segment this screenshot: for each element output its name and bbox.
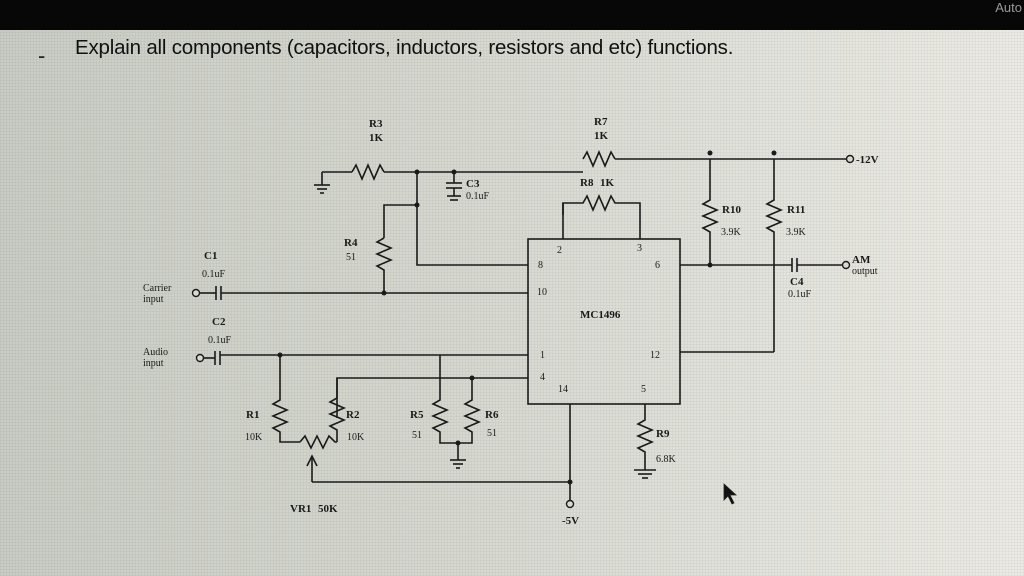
c1-label: C1 [204, 250, 217, 262]
r10-label: R10 [722, 204, 741, 216]
r10-value: 3.9K [721, 227, 742, 238]
c2-label: C2 [212, 316, 226, 328]
r1-value: 10K [245, 432, 263, 443]
pin-3: 3 [637, 243, 642, 254]
r4-label: R4 [344, 237, 358, 249]
audio-label: Audio [143, 347, 168, 358]
am-label: AM [852, 254, 871, 266]
vr1-label: VR1 [290, 503, 311, 515]
resistor-r7 [582, 149, 616, 169]
pin-6: 6 [655, 260, 660, 271]
window-top-bar: Auto [0, 0, 1024, 30]
r2-value: 10K [347, 432, 365, 443]
resistor-r5 [430, 355, 458, 444]
r6-value: 51 [487, 428, 497, 439]
r4-value: 51 [346, 252, 356, 263]
audio-input-label: input [143, 358, 164, 369]
r9-label: R9 [656, 428, 670, 440]
pin-4: 4 [540, 372, 545, 383]
pin-14: 14 [558, 384, 568, 395]
output-label: output [852, 266, 878, 277]
carrier-input-label: input [143, 294, 164, 305]
pin-5: 5 [641, 384, 646, 395]
resistor-r10 [700, 159, 720, 265]
resistor-r9 [634, 404, 656, 479]
ic-mc1496 [527, 238, 681, 405]
r7-value: 1K [594, 130, 609, 142]
r11-value: 3.9K [786, 227, 807, 238]
potentiometer-vr1 [299, 434, 570, 483]
capacitor-c4 [791, 258, 798, 272]
bullet: - [38, 43, 46, 68]
resistor-r3 [351, 162, 385, 182]
auto-label: Auto [995, 0, 1022, 15]
question-text: Explain all components (capacitors, indu… [75, 36, 734, 59]
pin-1: 1 [540, 350, 545, 361]
pin-12: 12 [650, 350, 660, 361]
resistor-r8 [562, 193, 641, 239]
ground-symbol [450, 443, 466, 469]
resistor-r2 [327, 378, 347, 442]
resistor-r4 [374, 237, 394, 293]
resistor-r6 [458, 378, 482, 444]
pin-8: 8 [538, 260, 543, 271]
r11-label: R11 [787, 204, 805, 216]
pin-2: 2 [557, 245, 562, 256]
resistor-r1 [270, 355, 300, 443]
vcc-label: -12V [856, 154, 879, 166]
am-output-terminal [841, 260, 851, 270]
r1-label: R1 [246, 409, 259, 421]
mouse-cursor-icon [723, 483, 738, 505]
pin-10: 10 [537, 287, 547, 298]
r6-label: R6 [485, 409, 499, 421]
slide: - Explain all components (capacitors, in… [0, 30, 1024, 576]
vr1-value: 50K [318, 503, 338, 515]
ground-symbol [314, 172, 330, 194]
r5-label: R5 [410, 409, 424, 421]
vee-label: -5V [562, 515, 579, 527]
c1-value: 0.1uF [202, 269, 226, 280]
r8-label: R8 [580, 177, 594, 189]
r8-value: 1K [600, 177, 615, 189]
r9-value: 6.8K [656, 454, 677, 465]
r3-value: 1K [369, 132, 384, 144]
c2-value: 0.1uF [208, 335, 232, 346]
c3-value: 0.1uF [466, 191, 490, 202]
capacitor-c1 [215, 286, 222, 300]
carrier-input-terminal [191, 288, 201, 298]
carrier-label: Carrier [143, 283, 172, 294]
resistor-r11 [764, 159, 784, 352]
audio-input-terminal [195, 353, 205, 363]
capacitor-c3 [446, 172, 462, 201]
r7-label: R7 [594, 116, 608, 128]
r5-value: 51 [412, 430, 422, 441]
ic-name: MC1496 [580, 309, 621, 321]
vee-terminal [565, 499, 575, 509]
r3-label: R3 [369, 118, 383, 130]
r2-label: R2 [346, 409, 360, 421]
vcc-terminal [845, 154, 855, 164]
capacitor-c2 [214, 351, 221, 365]
c3-label: C3 [466, 178, 480, 190]
c4-label: C4 [790, 276, 804, 288]
c4-value: 0.1uF [788, 289, 812, 300]
